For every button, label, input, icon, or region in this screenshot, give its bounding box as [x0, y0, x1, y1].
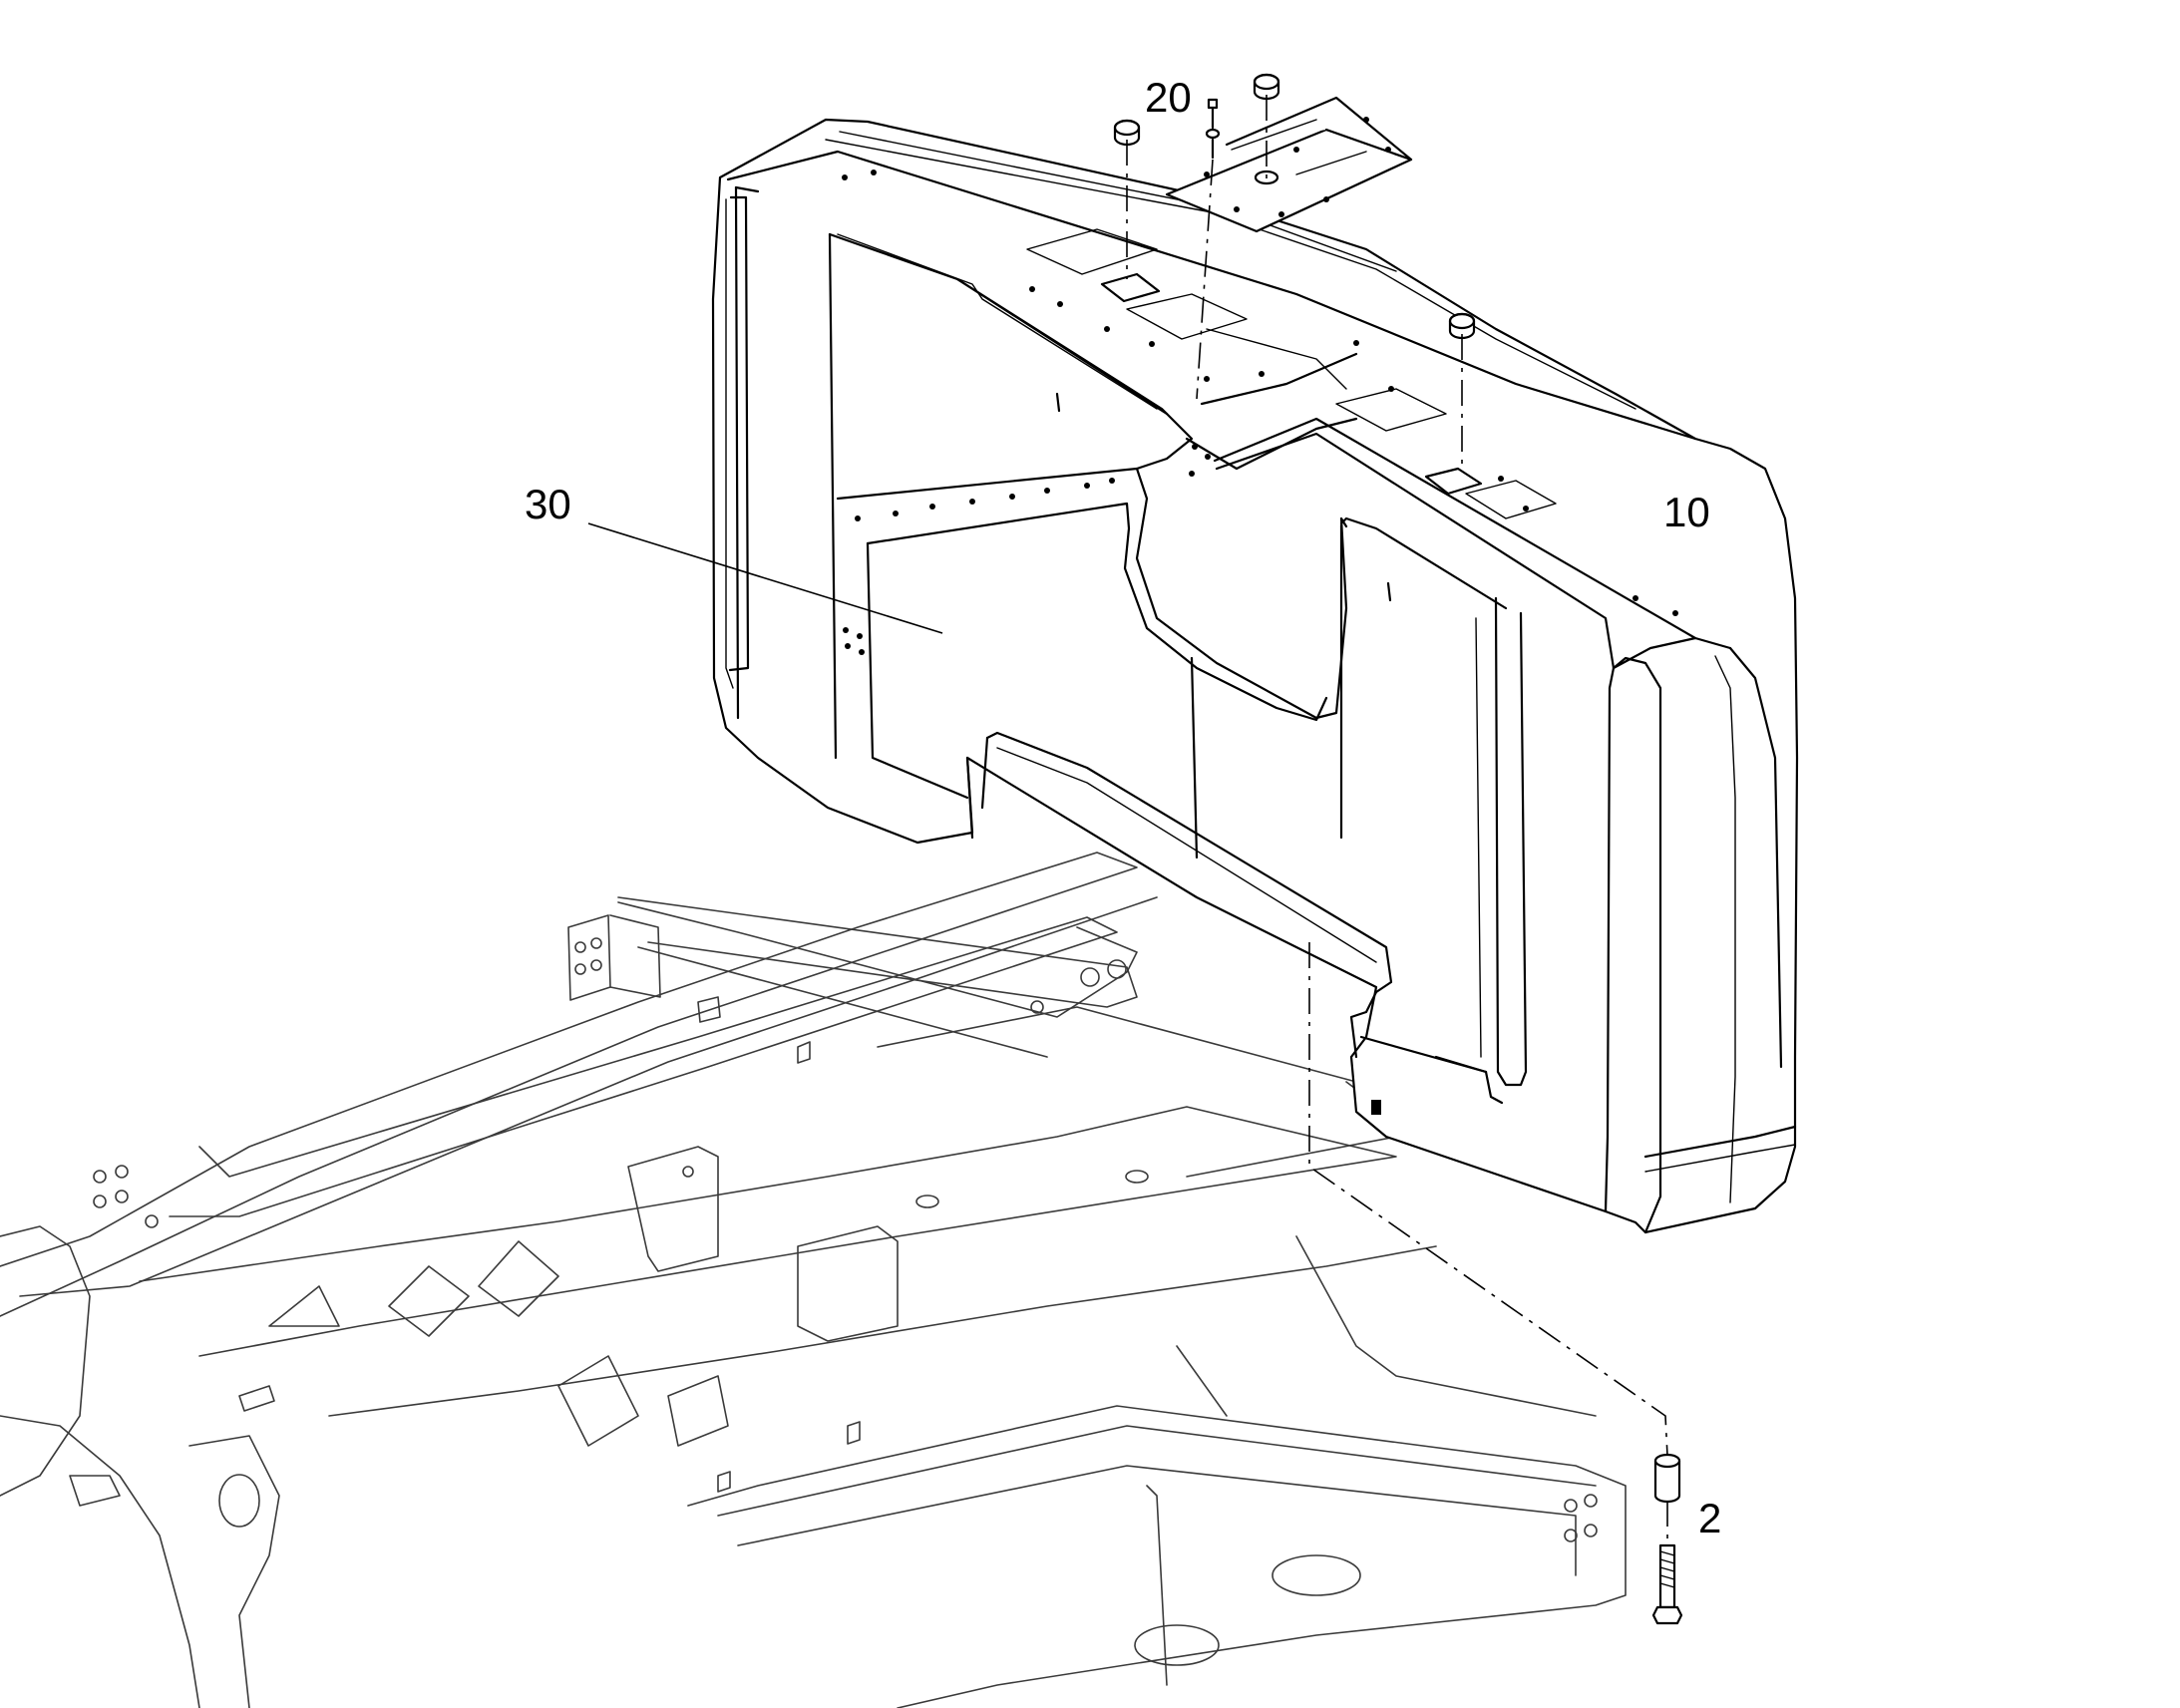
centerlines [1126, 95, 1668, 1543]
cover-plate [1165, 96, 1413, 233]
callout-10: 10 [1663, 489, 1710, 535]
callout-30: 30 [525, 481, 571, 527]
callout-2: 2 [1698, 1495, 1721, 1541]
bolt [1651, 1543, 1683, 1625]
leader-30 [587, 522, 943, 634]
caps [1113, 73, 1476, 340]
counterweight [711, 118, 1799, 1234]
callout-20: 20 [1145, 74, 1192, 121]
callouts: 20 30 10 2 [525, 74, 1721, 1541]
spacer [1653, 1453, 1681, 1504]
